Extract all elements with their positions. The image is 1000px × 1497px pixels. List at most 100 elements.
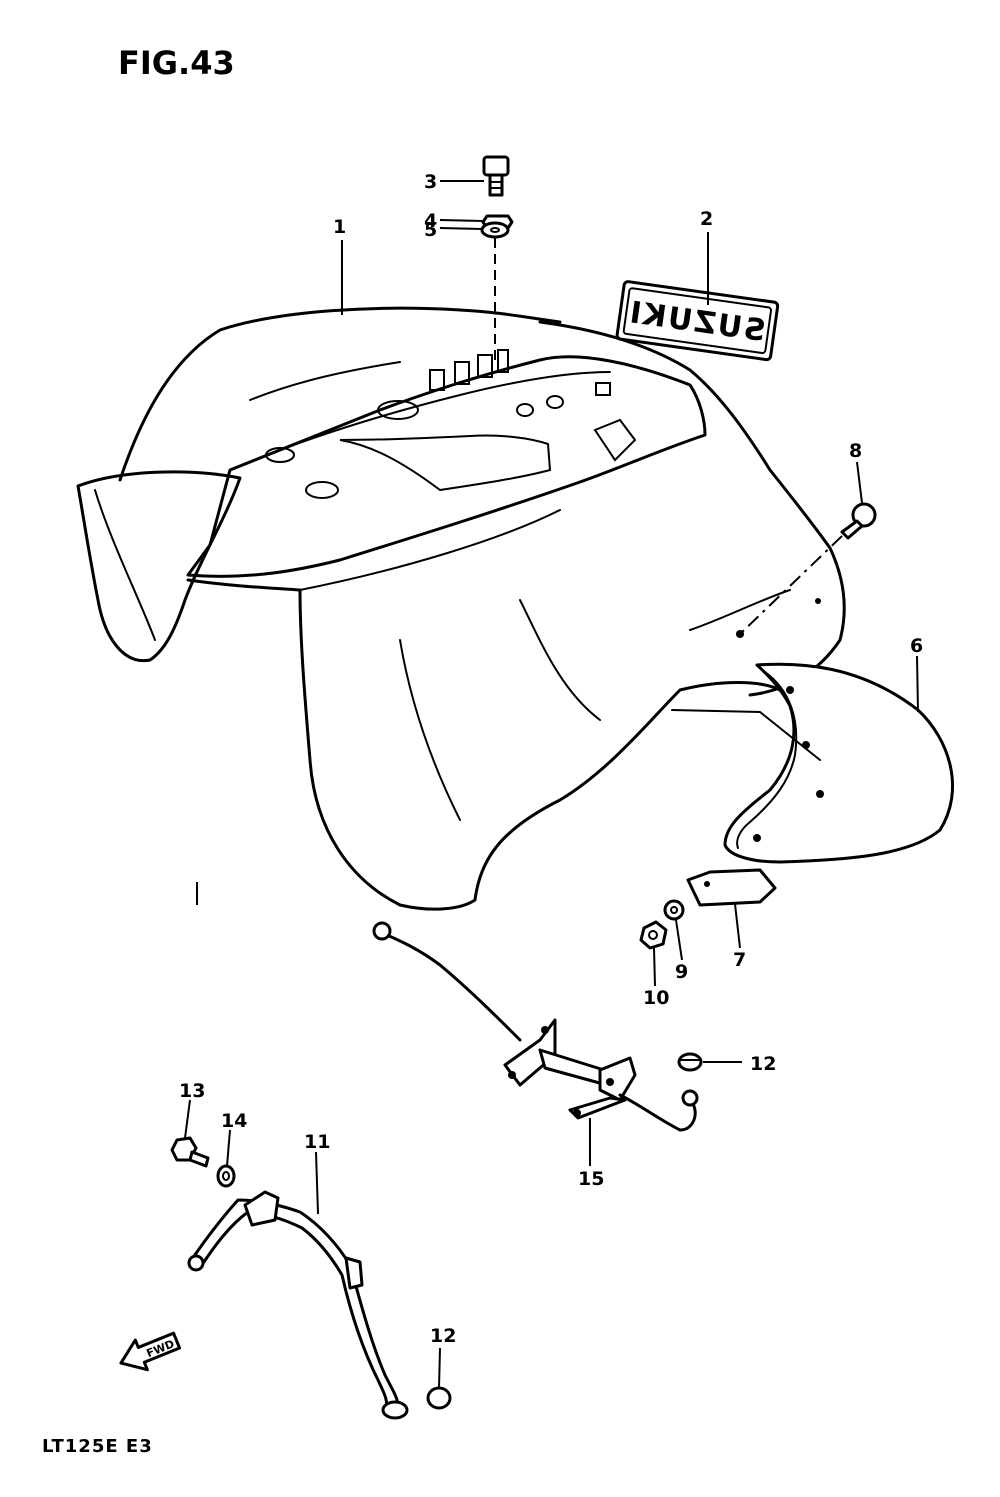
callout-10: 10 [643,987,669,1009]
stay-eye-front [187,1254,205,1272]
fender-hole [516,403,534,417]
fender-hole [305,481,339,499]
callout-14: 14 [221,1110,247,1132]
fender-bracket [593,418,637,462]
callout-8: 8 [849,440,862,462]
fender-contour [689,589,791,631]
fender-slot [497,349,509,373]
callout-7: 7 [733,949,746,971]
stay-eye-rear [381,1400,409,1420]
leader-14 [226,1129,231,1167]
model-code: LT125E E3 [42,1436,153,1457]
side-washer [216,1164,236,1188]
fender-hole [546,395,564,409]
rear-fender [76,306,846,911]
forward-arrow: FWD [119,1331,182,1372]
stay-mid-bracket [344,1256,364,1290]
bracket-eye [372,921,392,941]
mud-flap-hole [816,790,824,798]
bolt [482,155,510,197]
leader-4 [439,219,484,222]
fender-left-flare [76,470,242,663]
callout-4: 4 [424,210,437,232]
mud-flap [671,662,955,864]
screw [840,502,877,540]
mud-flap-phantom [671,709,821,761]
fender-tray-lip [299,509,561,591]
fender-front-body [186,578,782,911]
decal-border [622,287,773,354]
stay-upper-bracket [243,1190,280,1227]
bracket-bolt-hole [508,1071,516,1079]
flap-plate [686,868,777,907]
bracket-hook [618,1093,697,1132]
fender-hole [265,447,295,463]
leader-5 [439,227,483,230]
bracket-plate-right [598,1056,637,1102]
stay-rod-outer [188,1198,400,1414]
forward-arrow-shape [119,1331,182,1372]
fender-hole [595,382,611,396]
callout-15: 15 [578,1168,604,1190]
grommet-lower [426,1386,452,1410]
leader-lines [184,180,919,1389]
callout-13: 13 [179,1080,205,1102]
callout-12-upper: 12 [750,1053,776,1075]
fender-seat-recess [339,434,552,492]
grommet-upper [677,1052,703,1072]
leader-6 [916,655,919,713]
leader-13 [184,1099,191,1139]
side-washer-hole [222,1171,230,1181]
bracket-arm [373,928,522,1042]
flange-nut [639,920,668,950]
fender-contour [399,639,461,821]
grommet-upper-body [677,1052,703,1072]
bracket-hook-eye [681,1089,699,1107]
side-bolt [170,1136,210,1168]
callout-6: 6 [910,635,923,657]
leader-11 [315,1151,319,1215]
callout-11: 11 [304,1131,330,1153]
fender-inner-tray [186,355,707,578]
leader-8 [856,461,863,504]
bracket-bolt-hole [573,1109,581,1117]
callouts: 1 2 3 4 5 8 6 7 9 10 12 15 13 14 11 12 [179,171,923,1347]
bracket-plate-left [503,1018,557,1087]
washer-hole [490,227,500,233]
callout-3: 3 [424,171,437,193]
flange-nut-body [639,920,668,950]
fender-contour [249,361,401,401]
leader-9 [675,919,683,961]
plate-hole [704,881,710,887]
bolt-head [482,155,510,177]
fender-top-curve [118,306,562,482]
fender-hole [377,400,419,420]
small-washer-body [663,899,685,921]
mud-flap-hole [753,834,761,842]
callout-1: 1 [333,216,346,238]
fender-stay [187,1190,409,1420]
callout-9: 9 [675,961,688,983]
leader-12-lower [438,1347,441,1389]
small-washer-hole [670,906,678,914]
side-washer-body [216,1164,236,1188]
screw-shank [840,519,864,540]
fender-slot [429,369,445,391]
decal-plate [615,280,780,362]
fender-slot [477,354,493,378]
flange-nut-hole [648,930,658,940]
mud-flap-body [723,662,955,864]
side-bolt-shank [188,1150,210,1168]
callout-2: 2 [700,208,713,230]
mud-flap-edge [736,671,798,849]
washer-body [480,221,510,239]
leader-7 [734,903,741,949]
fender-slot [454,361,470,385]
stay-rod-inner [198,1210,389,1412]
plate-body [686,868,777,907]
fender-contour [519,599,601,721]
mud-flap-hole [786,686,794,694]
small-washer [663,899,685,921]
